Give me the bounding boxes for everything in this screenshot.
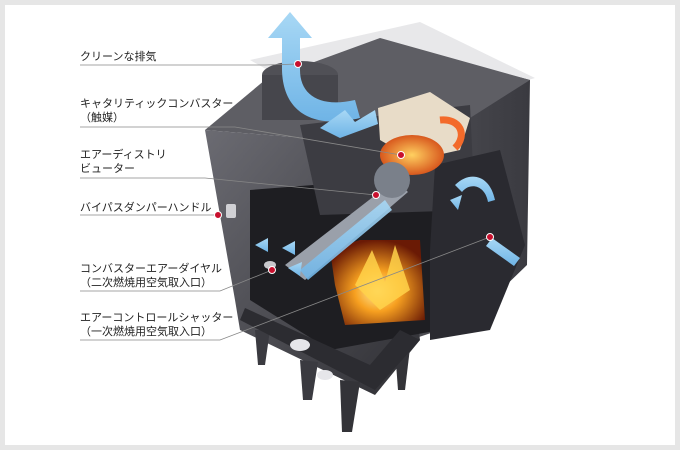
leader-air-control bbox=[80, 236, 491, 341]
marker-bypass bbox=[214, 211, 222, 219]
airflow-arrows bbox=[255, 12, 520, 280]
marker-air-control bbox=[486, 233, 494, 241]
label-air-control-shutter-sub: （一次燃焼用空気取入口） bbox=[80, 325, 212, 338]
callout-markers bbox=[214, 60, 494, 274]
small-arrow-3 bbox=[288, 262, 302, 276]
distributor-flow-arrow bbox=[300, 200, 392, 280]
label-combustor-air-dial-sub: （二次燃焼用空気取入口） bbox=[80, 276, 212, 289]
leader-catalytic bbox=[80, 126, 402, 156]
leader-clean-exhaust bbox=[80, 63, 299, 66]
small-arrow-2 bbox=[282, 241, 295, 255]
label-combustor-air-dial: コンバスターエアーダイヤル bbox=[80, 262, 223, 275]
label-clean-exhaust: クリーンな排気 bbox=[80, 50, 157, 63]
label-bypass-damper-handle: バイパスダンパーハンドル bbox=[80, 201, 212, 214]
small-arrow-1 bbox=[255, 238, 268, 252]
small-arrow-4 bbox=[450, 195, 462, 210]
air-distributor bbox=[285, 162, 410, 280]
firebox-flames bbox=[330, 240, 425, 325]
marker-combustor-air bbox=[268, 266, 276, 274]
catalyst-flow-arrow bbox=[320, 110, 378, 138]
marker-clean-exhaust bbox=[294, 60, 302, 68]
marker-air-distributor bbox=[372, 191, 380, 199]
label-catalytic-combustor: キャタリティックコンバスター bbox=[80, 97, 234, 110]
label-air-control-shutter: エアーコントロールシャッター bbox=[80, 311, 234, 324]
label-air-distributor-sub: ビューター bbox=[80, 162, 135, 175]
leader-combustor-air bbox=[80, 269, 273, 292]
leader-lines bbox=[80, 63, 491, 341]
stove-body bbox=[205, 38, 530, 432]
exhaust-flow-arrow bbox=[268, 12, 360, 122]
marker-catalytic bbox=[397, 151, 405, 159]
right-intake-flow-arrow bbox=[455, 176, 495, 202]
leader-air-distributor bbox=[80, 177, 377, 196]
label-catalytic-combustor-sub: （触媒） bbox=[80, 111, 124, 124]
right-outside-flow-arrow bbox=[486, 238, 520, 266]
catalytic-combustor bbox=[378, 92, 470, 175]
label-air-distributor: エアーディストリ bbox=[80, 148, 167, 161]
